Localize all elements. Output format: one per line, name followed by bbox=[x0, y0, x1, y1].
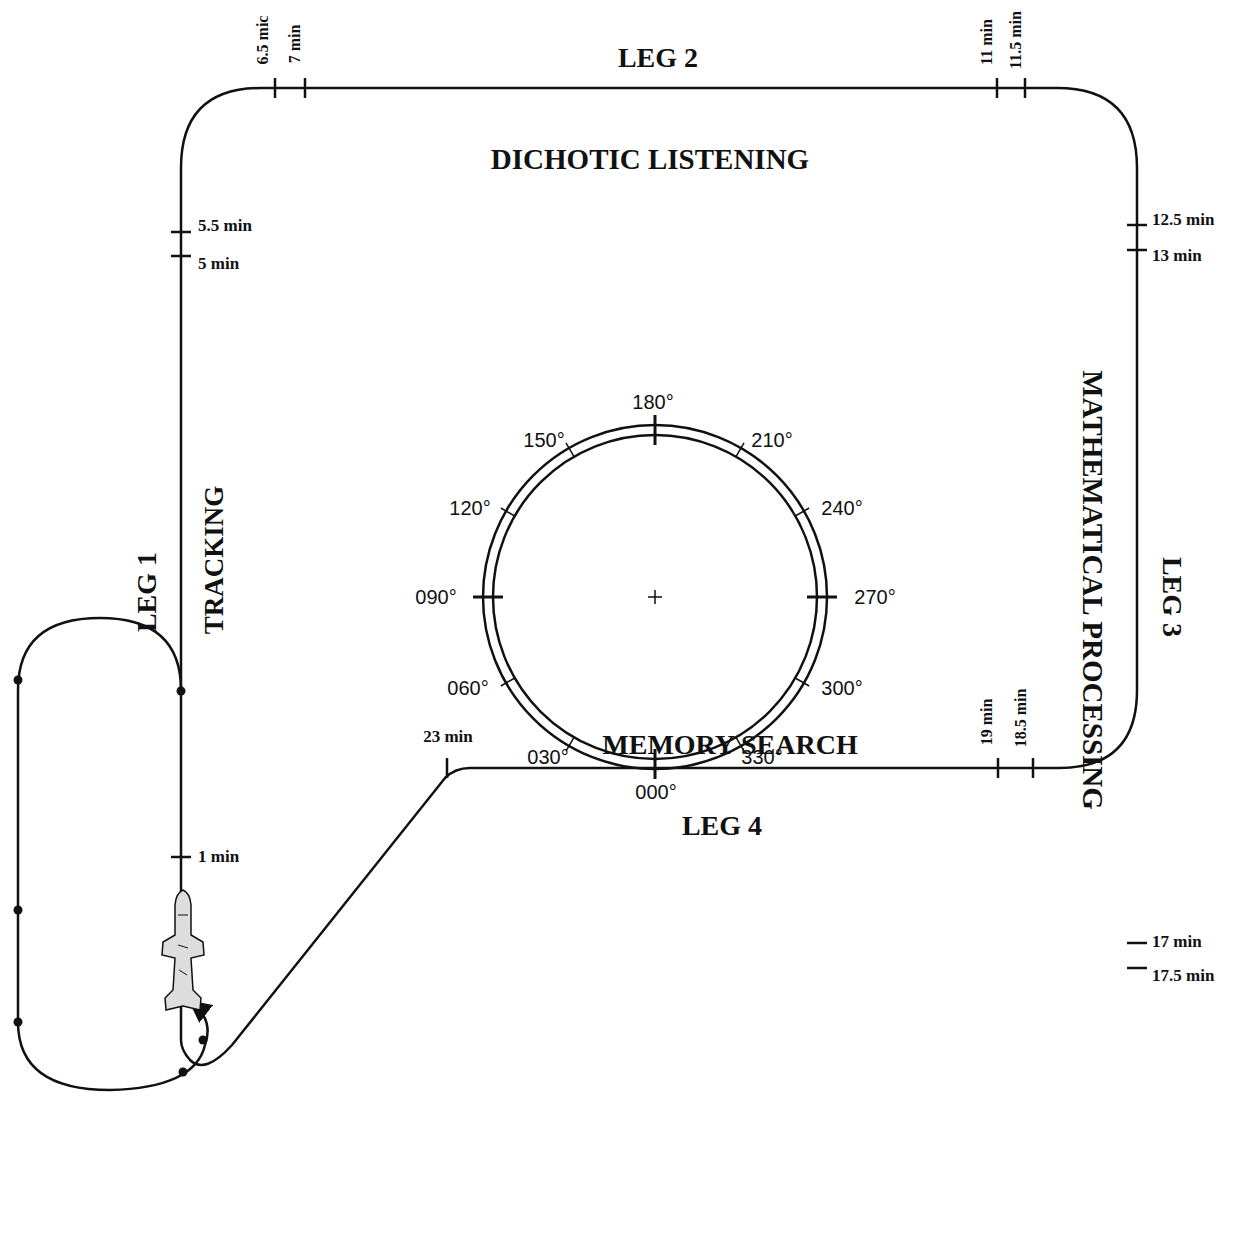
time-mark: 6.5 mic bbox=[254, 16, 272, 65]
compass-heading: 120° bbox=[449, 497, 490, 519]
flight-course bbox=[181, 88, 1137, 1065]
time-mark: 5.5 min bbox=[198, 217, 252, 236]
holding-pattern bbox=[18, 618, 205, 1090]
time-mark: 17 min bbox=[1152, 933, 1202, 952]
compass-heading: 240° bbox=[821, 497, 862, 519]
time-mark: 11 min bbox=[978, 19, 996, 65]
compass-heading: 060° bbox=[447, 677, 488, 699]
compass-heading: 330° bbox=[741, 746, 782, 768]
leg-label: LEG 3 bbox=[1157, 557, 1188, 637]
compass-inner-ring bbox=[493, 435, 817, 759]
task-label: TRACKING bbox=[200, 486, 230, 635]
time-mark: 7 min bbox=[286, 25, 304, 64]
task-label: MEMORY SEARCH bbox=[602, 730, 857, 761]
compass-heading: 210° bbox=[751, 429, 792, 451]
time-mark: 12.5 min bbox=[1152, 211, 1214, 230]
compass-heading: 090° bbox=[415, 586, 456, 608]
compass-center bbox=[648, 590, 662, 604]
compass-heading: 300° bbox=[821, 677, 862, 699]
time-mark: 19 min bbox=[978, 699, 996, 746]
compass-heading: 180° bbox=[632, 391, 673, 413]
waypoint-dots bbox=[14, 676, 208, 1077]
compass-outer-ring bbox=[483, 425, 827, 769]
time-mark: 23 min bbox=[423, 728, 473, 747]
aircraft-icon bbox=[162, 890, 204, 1010]
task-label: MATHEMATICAL PROCESSING bbox=[1076, 370, 1108, 810]
time-mark: 13 min bbox=[1152, 247, 1202, 266]
leg-label: LEG 2 bbox=[618, 43, 698, 74]
compass-heading: 270° bbox=[854, 586, 895, 608]
compass-heading: 150° bbox=[523, 429, 564, 451]
time-mark: 5 min bbox=[198, 255, 239, 274]
task-label: DICHOTIC LISTENING bbox=[491, 144, 809, 176]
time-ticks bbox=[171, 78, 1147, 968]
compass-ticks bbox=[473, 415, 837, 779]
compass-heading: 000° bbox=[635, 781, 676, 803]
time-mark: 17.5 min bbox=[1152, 967, 1214, 986]
compass-heading: 030° bbox=[527, 746, 568, 768]
time-mark: 18.5 min bbox=[1012, 689, 1030, 748]
leg-label: LEG 4 bbox=[682, 811, 762, 842]
time-mark: 1 min bbox=[198, 848, 239, 867]
leg-label: LEG 1 bbox=[132, 552, 163, 632]
time-mark: 11.5 min bbox=[1007, 11, 1025, 69]
